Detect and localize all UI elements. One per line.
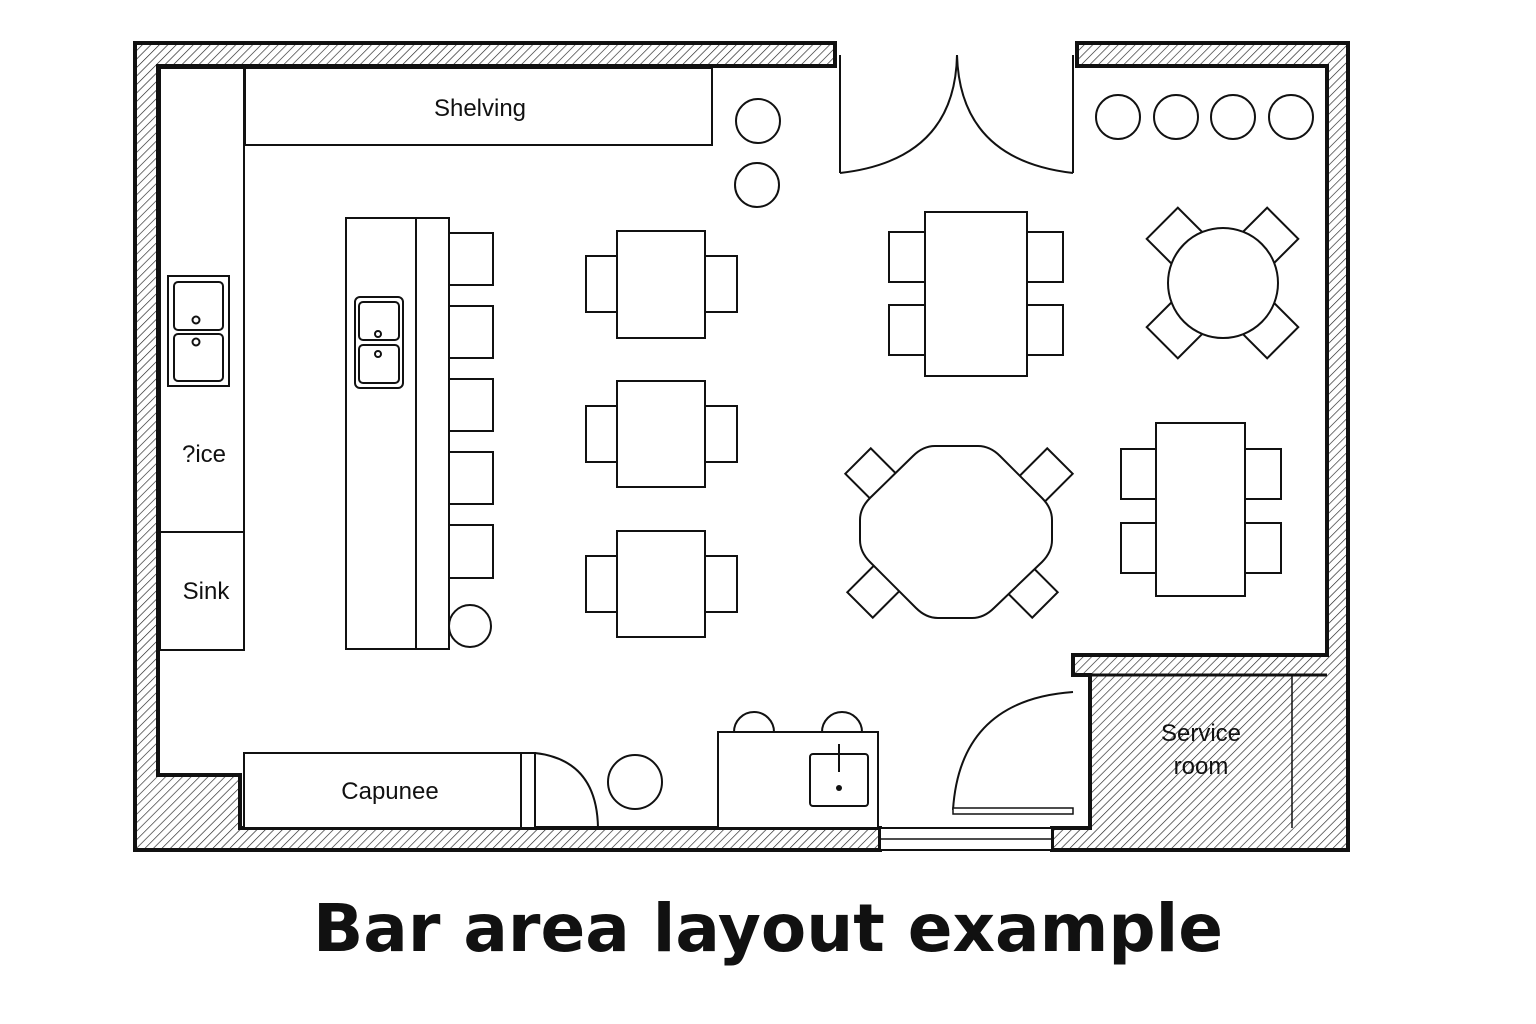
- walls: [133, 41, 1350, 852]
- service-room-label-1: Service: [1161, 720, 1241, 747]
- table-2-seat-2: [585, 380, 738, 488]
- bar-counter: [345, 217, 450, 650]
- shelving-label: Shelving: [434, 95, 526, 122]
- round-table: [1145, 206, 1300, 360]
- bar-stool: [448, 378, 494, 432]
- bar-sink-icon: [354, 296, 404, 389]
- service-room-label-2: room: [1174, 753, 1229, 780]
- table-4-seat-1: [888, 211, 1064, 377]
- service-room-door[interactable]: [952, 691, 1074, 815]
- capunee-label: Capunee: [341, 778, 438, 805]
- bar-stool: [448, 524, 494, 579]
- small-door[interactable]: [520, 752, 599, 829]
- capunee-counter: [243, 752, 522, 829]
- table-2-seat-3: [585, 530, 738, 638]
- sink-label: Sink: [183, 578, 231, 605]
- ice-label: ?ice: [182, 441, 226, 468]
- diagram-title: Bar area layout example: [312, 890, 1223, 967]
- bar-stools: [448, 232, 494, 648]
- bar-stool: [448, 305, 494, 359]
- shelving: [244, 67, 713, 146]
- round-stools: [607, 94, 1314, 810]
- table-4-seat-2: [1120, 422, 1282, 597]
- hand-sink-counter: [717, 711, 879, 829]
- bar-stool: [448, 451, 494, 505]
- table-2-seat-1: [585, 230, 738, 339]
- bar-stool: [448, 232, 494, 286]
- round-stool: [448, 604, 492, 648]
- diamond-table: [843, 445, 1075, 620]
- double-sink-icon: [167, 275, 230, 387]
- entrance-double-door[interactable]: [839, 54, 1074, 174]
